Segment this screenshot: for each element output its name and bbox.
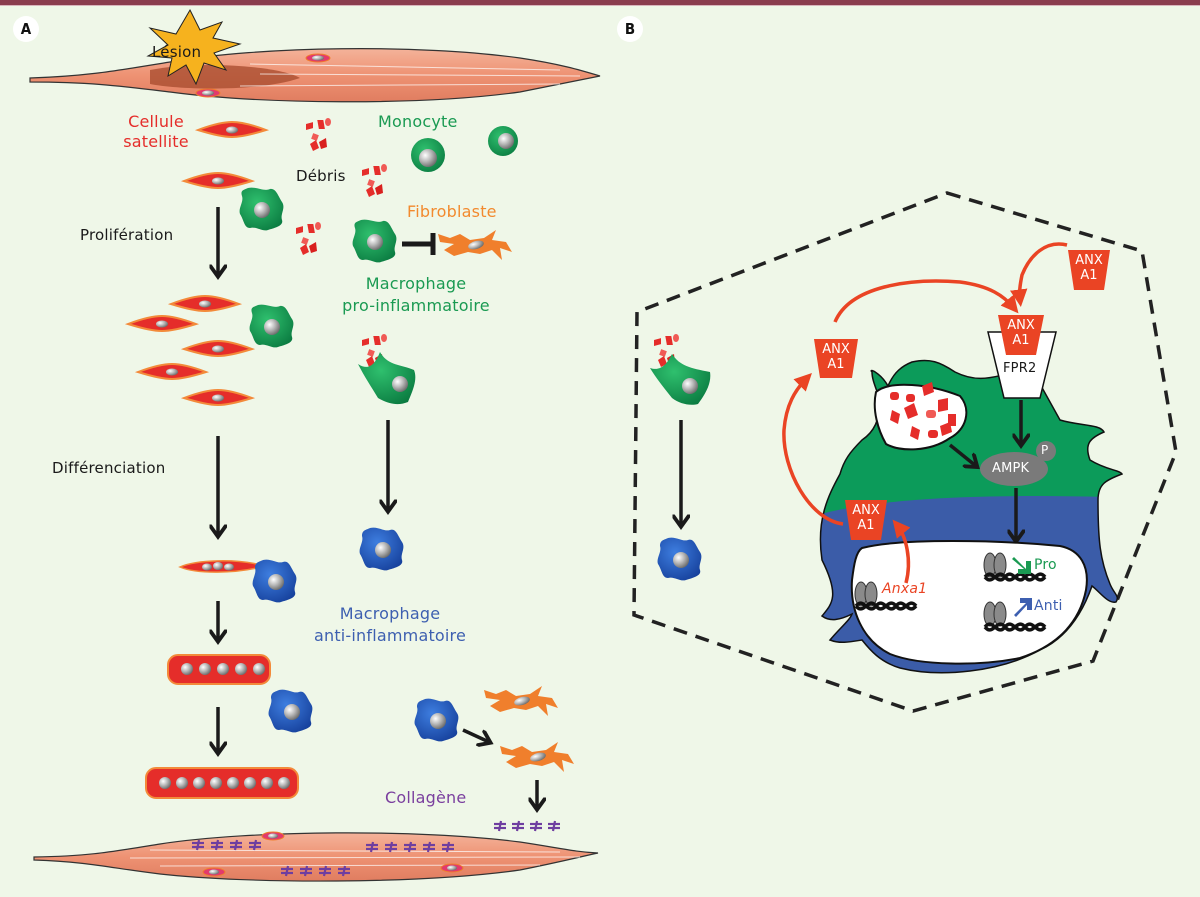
anx-a1-exogenous [1068,250,1110,290]
myotube [167,654,271,685]
satellite-nucleus [305,53,331,63]
anti-inflammatory-macrophage [268,689,313,733]
debris-icon [296,222,321,255]
lesion-label: Lésion [152,43,202,61]
debris-icon [362,164,387,197]
panel-label-a: A [13,16,39,42]
satellite-cell [183,389,253,406]
satellite-cell [137,363,207,380]
dna-icon [983,572,1047,582]
monocyte-label: Monocyte [378,112,458,131]
satellite-cell-label-line1: Cellule [128,112,184,131]
phagocytic-macrophage [358,352,416,405]
anx-a1-secreted [814,339,858,378]
activation-arrow [462,728,489,742]
pro-macrophage-label-line1: Macrophage [365,274,467,293]
anti-inflammatory-macrophage [359,527,404,571]
anti-inflammatory-macrophage [252,559,297,603]
phagocytic-macrophage [650,354,711,405]
satellite-cell [127,315,197,332]
anx-label-line1: ANX [822,342,850,357]
panel-label-b: B [617,16,643,42]
anti-inflammatory-macrophage [414,698,459,742]
pro-inflammatory-macrophage [239,187,284,231]
anx-label-line2: A1 [1080,268,1098,283]
monocyte-cell [488,126,518,156]
zoom-outline [632,191,1178,713]
phosphate-group [1036,441,1056,461]
anti-macrophage-label-line2: anti-inflammatoire [313,626,467,645]
anx-label-line2: A1 [1012,333,1030,348]
phosphate-label: P [1041,443,1049,457]
satellite-cell [170,295,240,312]
anx-a1-bound [998,315,1044,355]
pro-macrophage-label-line2: pro-inflammatoire [342,296,490,315]
satellite-cell-label-line2: satellite [123,132,189,151]
satellite-cell [183,340,253,357]
pro-down-arrow-icon [1012,557,1031,574]
proliferation-label: Prolifération [80,226,174,244]
mature-myotube [145,767,299,799]
satellite-cell [183,172,253,189]
muscle-fiber-injured [29,48,601,103]
monocyte-cell [411,138,445,172]
anxa1-gene-label: Anxa1 [882,581,928,597]
anx-label-line1: ANX [1007,318,1035,333]
debris-label: Débris [296,167,346,185]
fibroblast-cell [484,686,558,716]
expression-arrow [892,519,911,584]
anx-label-line1: ANX [1075,253,1103,268]
fibroblast-cell [500,742,574,772]
anx-a1-intracellular [845,500,887,540]
dna-icon [983,622,1047,632]
muscle-fiber-regenerated [33,831,599,882]
anx-label-line2: A1 [827,357,845,372]
secretion-arrow [782,373,844,526]
ampk-kinase [980,452,1048,486]
anx-label-line1: ANX [852,503,880,518]
anti-macrophage-label-line1: Macrophage [339,604,441,623]
lesion-burst-icon [146,8,242,86]
myocyte-fusing [178,560,268,573]
header-bar-rule [0,5,1200,6]
anti-genes-label: Anti [1034,598,1063,614]
phagocytosis-arrow [948,443,976,466]
satellite-nucleus [195,88,221,98]
pro-inflammatory-macrophage [352,219,397,263]
fibroblast-cell [438,230,512,260]
debris-icon [306,118,331,151]
phagosome [873,382,968,451]
autocrine-arrow [833,279,1019,323]
differentiation-label: Différenciation [52,459,166,477]
collagen-fibers [492,819,562,833]
pro-genes-label: Pro [1034,557,1057,573]
inhibition-arrow [402,233,436,255]
anti-inflammatory-macrophage [657,537,702,581]
anx-label-line2: A1 [857,518,875,533]
fpr2-label: FPR2 [1003,361,1037,376]
header-bar [0,0,1200,5]
collagen-label: Collagène [385,788,467,807]
fibroblast-label: Fibroblaste [407,202,497,221]
satellite-cell [197,121,267,138]
pro-inflammatory-macrophage [249,304,294,348]
paracrine-arrow [1010,242,1068,307]
ampk-label: AMPK [992,461,1030,476]
anti-up-arrow-icon [1014,598,1032,617]
dna-icon [854,601,918,611]
